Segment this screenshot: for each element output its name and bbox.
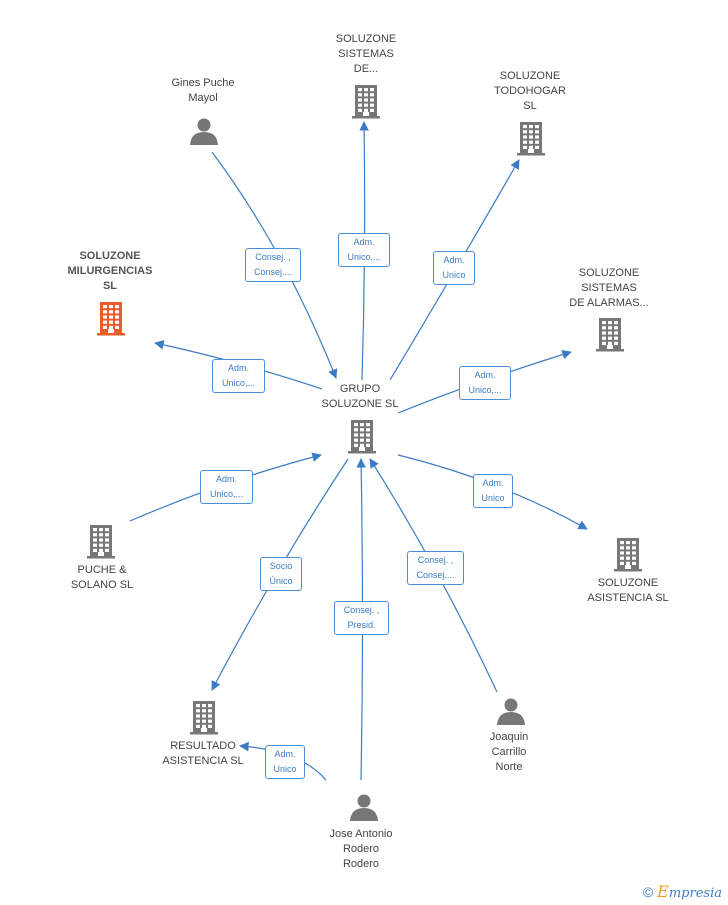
brand-logo: ©Empresia: [643, 882, 722, 901]
building-icon-resultado[interactable]: [190, 701, 218, 735]
node-label-asistencia[interactable]: SOLUZONE ASISTENCIA SL: [587, 577, 669, 604]
node-label-jose[interactable]: Jose Antonio Rodero Rodero: [329, 827, 393, 870]
edge-label-jose-to-resultado[interactable]: Adm. Unico: [265, 745, 305, 779]
person-icon-jose[interactable]: [350, 794, 378, 822]
edge-label-jose-to-grupo[interactable]: Consej. , Presid.: [334, 601, 389, 635]
person-icon-joaquin[interactable]: [497, 698, 525, 726]
edge-label-grupo-to-sistemas_de[interactable]: Adm. Unico,...: [338, 233, 390, 267]
node-label-alarmas[interactable]: SOLUZONE SISTEMAS DE ALARMAS...: [569, 266, 649, 309]
edge-label-grupo-to-alarmas[interactable]: Adm. Unico,...: [459, 366, 511, 400]
building-icon-todohogar[interactable]: [517, 122, 545, 156]
node-label-todohogar[interactable]: SOLUZONE TODOHOGAR SL: [494, 69, 566, 112]
edge-label-grupo-to-todohogar[interactable]: Adm. Unico: [433, 251, 475, 285]
edge-label-grupo-to-asistencia[interactable]: Adm. Unico: [473, 474, 513, 508]
node-label-grupo[interactable]: GRUPO SOLUZONE SL: [321, 383, 399, 410]
edge-label-grupo-to-milurgencias[interactable]: Adm. Unico,...: [212, 359, 265, 393]
node-label-joaquin[interactable]: Joaquin Carrillo Norte: [489, 730, 529, 773]
building-icon-puche[interactable]: [87, 525, 115, 559]
node-label-puche[interactable]: PUCHE & SOLANO SL: [70, 564, 134, 591]
building-icon-asistencia[interactable]: [614, 538, 642, 572]
building-icon-sistemas_de[interactable]: [352, 85, 380, 119]
building-icon-milurgencias[interactable]: [97, 302, 125, 336]
edge-label-gines-to-grupo[interactable]: Consej. , Consej....: [245, 248, 301, 282]
person-icon-gines[interactable]: [190, 118, 218, 146]
building-icon-grupo[interactable]: [348, 420, 376, 454]
building-icon-alarmas[interactable]: [596, 318, 624, 352]
node-label-sistemas_de[interactable]: SOLUZONE SISTEMAS DE...: [335, 32, 397, 75]
edge-label-joaquin-to-grupo[interactable]: Consej. , Consej....: [407, 551, 464, 585]
brand-initial: E: [657, 882, 669, 901]
edge-label-puche-to-grupo[interactable]: Adm. Unico,...: [200, 470, 253, 504]
node-label-gines[interactable]: Gines Puche Mayol: [171, 77, 235, 104]
copyright-symbol: ©: [642, 884, 654, 900]
node-label-resultado[interactable]: RESULTADO ASISTENCIA SL: [162, 740, 244, 767]
brand-name: mpresia: [668, 886, 722, 901]
node-label-milurgencias[interactable]: SOLUZONE MILURGENCIAS SL: [67, 249, 153, 292]
edge-label-grupo-to-resultado[interactable]: Socio Único: [260, 557, 302, 591]
